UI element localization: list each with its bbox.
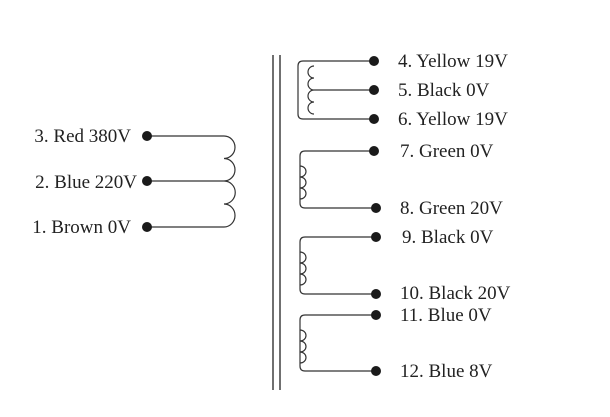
secondary-winding-d: 11. Blue 0V 12. Blue 8V [299,305,493,382]
terminal-10-label: 10. Black 20V [400,283,511,304]
terminal-3-dot [142,131,152,141]
terminal-11-label: 11. Blue 0V [400,305,492,326]
secondary-coil-b [299,150,318,209]
terminal-5-label: 5. Black 0V [398,80,490,101]
secondary-winding-a: 4. Yellow 19V 5. Black 0V 6. Yellow 19V [297,51,508,130]
secondary-coil-b-loops [299,165,307,200]
terminal-4-label: 4. Yellow 19V [398,51,508,72]
secondary-coil-a-loops [307,65,315,115]
terminal-1-dot [142,222,152,232]
terminal-2-dot [142,176,152,186]
terminal-9-dot [371,232,381,242]
terminal-5-dot [369,85,379,95]
terminal-12-dot [371,366,381,376]
terminal-1-label: 1. Brown 0V [32,217,131,238]
primary-winding: 3. Red 380V 2. Blue 220V 1. Brown 0V [32,126,236,238]
terminal-12-label: 12. Blue 8V [400,361,493,382]
primary-coil [223,135,236,228]
terminal-11-dot [371,310,381,320]
terminal-6-label: 6. Yellow 19V [398,109,508,130]
secondary-coil-d [299,314,318,372]
secondary-winding-b: 7. Green 0V 8. Green 20V [299,141,503,219]
secondary-winding-c: 9. Black 0V 10. Black 20V [299,227,511,304]
terminal-4-dot [369,56,379,66]
secondary-coil-c [299,236,318,295]
secondary-coil-d-loops [299,329,307,364]
terminal-9-label: 9. Black 0V [402,227,494,248]
terminal-8-label: 8. Green 20V [400,198,503,219]
terminal-6-dot [369,114,379,124]
secondary-coil-a [297,60,314,120]
terminal-10-dot [371,289,381,299]
terminal-8-dot [371,203,381,213]
terminal-2-label: 2. Blue 220V [35,172,137,193]
terminal-3-label: 3. Red 380V [34,126,131,147]
terminal-7-label: 7. Green 0V [400,141,494,162]
secondary-coil-c-loops [299,251,307,286]
terminal-7-dot [369,146,379,156]
